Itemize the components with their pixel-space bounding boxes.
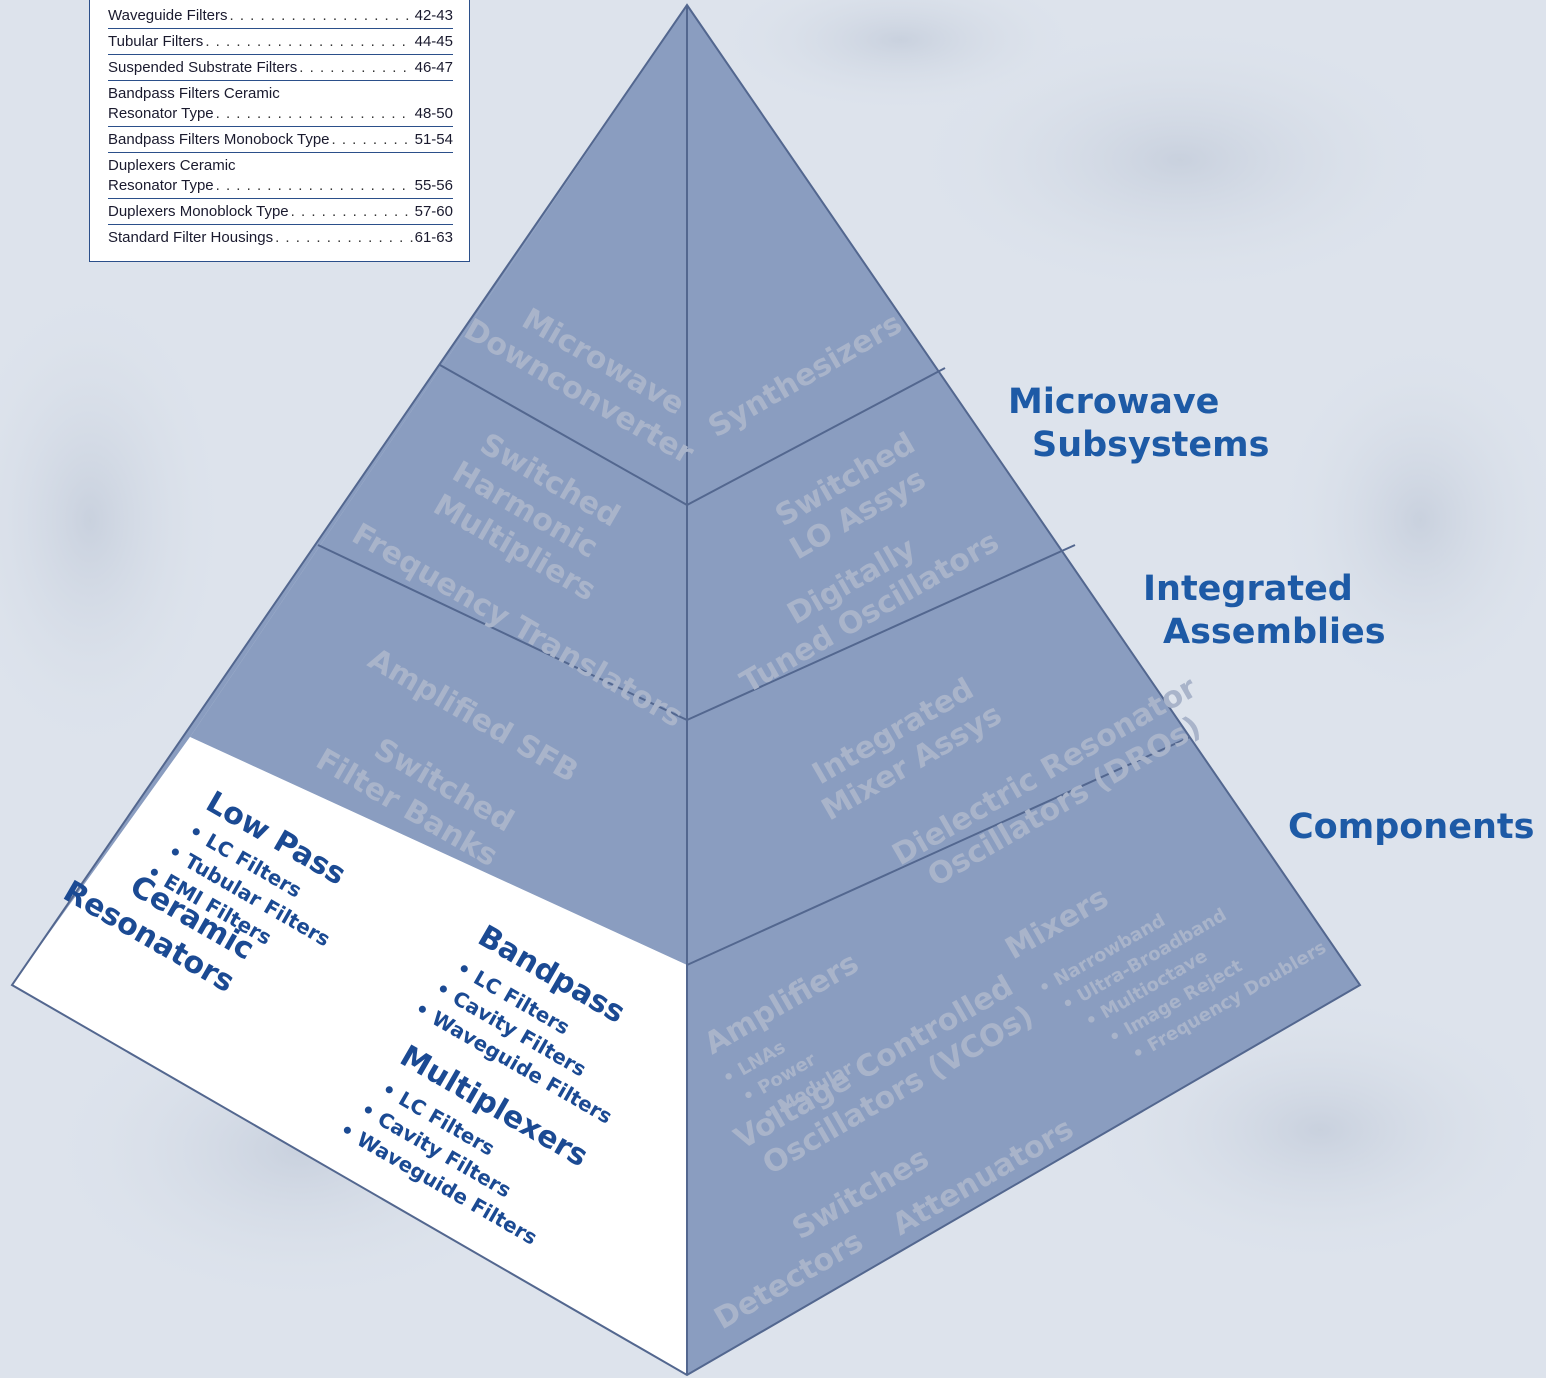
pyramid-components-face <box>12 737 687 1375</box>
pyramid-right-face <box>687 5 1360 1375</box>
toc-entry[interactable]: Tubular Filters44-45 <box>108 32 453 51</box>
toc-entry[interactable]: Suspended Substrate Filters46-47 <box>108 58 453 77</box>
tier-subsystems-label: Microwave Subsystems <box>1008 382 1269 465</box>
toc-entry[interactable]: Waveguide Filters42-43 <box>108 6 453 25</box>
toc-entry[interactable]: Standard Filter Housings61-63 <box>108 228 453 247</box>
toc-entry-line2[interactable]: Resonator Type55-56 <box>108 176 453 195</box>
table-of-contents: Waveguide Filters42-43 Tubular Filters44… <box>89 0 470 262</box>
tier-assemblies-label: Integrated Assemblies <box>1143 569 1386 652</box>
pyramid-left-face-upper <box>190 5 687 965</box>
toc-entry[interactable]: Bandpass Filters Monobock Type51-54 <box>108 130 453 149</box>
toc-entry[interactable]: Duplexers Monoblock Type57-60 <box>108 202 453 221</box>
toc-entry[interactable]: Bandpass Filters Ceramic <box>108 85 280 102</box>
tier-components-label: Components <box>1288 807 1534 847</box>
toc-entry[interactable]: Duplexers Ceramic <box>108 157 236 174</box>
toc-entry-line2[interactable]: Resonator Type48-50 <box>108 104 453 123</box>
